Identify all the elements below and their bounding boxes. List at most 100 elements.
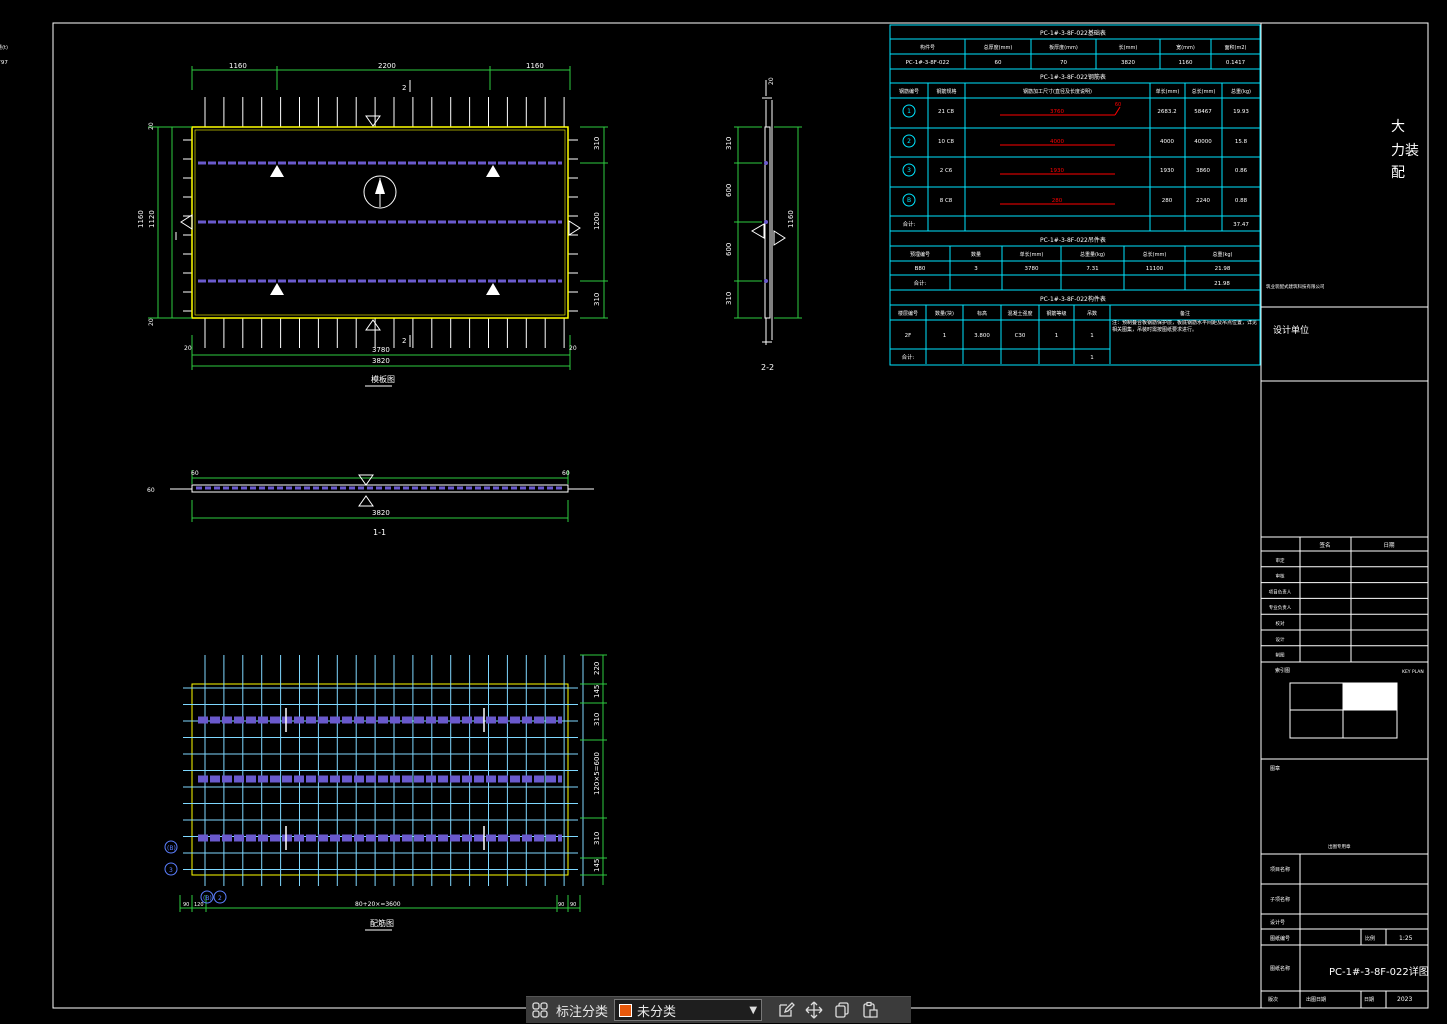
tables: PC-1#-3-8F-022基础表 构件号总厚度(mm)板厚度(mm)长(mm)… (0, 24, 1261, 366)
section-label: 2 (402, 84, 406, 92)
company-logo: 大 (1391, 119, 1405, 135)
annotation-category-select[interactable]: 未分类 ▼ (614, 999, 763, 1021)
table-header: 总重(kg) (1231, 88, 1251, 95)
edit-icon[interactable] (772, 997, 800, 1024)
table-header: 数量 (971, 251, 981, 258)
stamp-label: 图章 (1270, 765, 1280, 772)
dim-label: 1160 (787, 210, 795, 228)
dim-label: 90 (183, 902, 189, 908)
version-label: 版次 (1268, 996, 1278, 1003)
table-cell: 3.800 (974, 333, 990, 339)
table-header: 长(mm) (1119, 44, 1138, 51)
section-marker-icon (358, 495, 374, 507)
dim-label: 310 (593, 293, 601, 306)
table-cell: 0.1417 (1226, 60, 1246, 66)
category-color-swatch (619, 1003, 633, 1017)
dim-label: 1200 (593, 212, 601, 230)
rebar-shape-length: 280 (1052, 198, 1063, 204)
table-cell: 280 (1162, 198, 1173, 204)
drawing-name-label: 图纸名称 (1270, 965, 1290, 972)
dim-label: 20 (184, 345, 192, 352)
table-total: 37.47 (1233, 222, 1249, 228)
table-header: 面积(m2) (1225, 44, 1247, 51)
dim-label: 600 (725, 184, 733, 197)
table-cell: 7.31 (1086, 266, 1098, 272)
dim-label: 145 (593, 685, 601, 698)
table-cell: 2240 (1196, 198, 1210, 204)
table-cell: 4000 (1160, 139, 1174, 145)
table-cell: 1 (1055, 333, 1059, 339)
paste-icon[interactable] (856, 997, 884, 1024)
rebar-spec: 8 C8 (940, 198, 953, 204)
dim-label: 1120 (148, 210, 156, 228)
drawing-title: 模板图 (371, 374, 395, 384)
copy-icon[interactable] (828, 997, 856, 1024)
section-marker-icon (751, 223, 765, 239)
table-cell: 0.88 (1235, 198, 1248, 204)
table-cell: 21.98 (1215, 266, 1231, 272)
rebar-plan-view: 220 145 310 120×5=600 310 145 90 120 80+… (164, 654, 607, 931)
table-cell: 40000 (1194, 139, 1212, 145)
rebar-shape-length: 3760 (1050, 109, 1064, 115)
section-marker-icon (568, 220, 581, 236)
annotation-category-value: 未分类 (637, 1004, 677, 1020)
table-title: PC-1#-3-8F-022吊件表 (1040, 236, 1106, 244)
table-total-label: 合计: (902, 353, 915, 361)
table-header: 标高 (977, 310, 987, 317)
rebar-tag-icon (902, 163, 916, 177)
annotation-toolbar: 标注分类 未分类 ▼ (526, 996, 911, 1023)
table-cell: 11100 (1146, 266, 1164, 272)
rebar-tag-label: (B) (167, 845, 176, 852)
table-header: 总厚度(mm) (984, 44, 1013, 51)
table-cell: 1 (943, 333, 947, 339)
section-marker-icon (365, 319, 381, 331)
key-plan-label: KEY PLAN (1402, 669, 1424, 675)
table-total: 21.98 (1214, 281, 1230, 287)
rebar-tag-icon (902, 104, 916, 118)
table-cell: 3820 (1121, 60, 1135, 66)
company-name: 筑业装配式建筑科技有限公司 (1266, 283, 1325, 290)
rebar-number: 1 (907, 108, 911, 115)
sign-row-label: 专业负责人 (1269, 604, 1292, 611)
design-unit-label: 设计单位 (1273, 324, 1309, 336)
dim-label: 60 (191, 470, 199, 477)
table-cell: 1 (1090, 333, 1094, 339)
dim-label: 3780 (372, 346, 390, 354)
table-header: 钢筋规格 (936, 88, 956, 95)
table-total-label: 合计: (903, 220, 916, 228)
dim-label: 20 (569, 345, 577, 352)
dim-label: 90 (570, 902, 576, 908)
dim-label: 1160 (526, 62, 544, 70)
rebar-spec: 21 C8 (938, 109, 955, 115)
table-header: 重量(t) (0, 44, 8, 51)
section-label: 2 (402, 337, 406, 345)
dim-label: 1160 (137, 210, 145, 228)
dim-label: 20 (768, 77, 775, 85)
table-cell: B80 (915, 266, 926, 272)
dim-label: 310 (725, 292, 733, 305)
sign-row-label: 设计 (1276, 636, 1285, 643)
grid-icon[interactable] (526, 997, 554, 1024)
table-header: 数量(块) (935, 310, 954, 317)
table-cell: C30 (1015, 333, 1026, 339)
date-label: 日期 (1364, 997, 1374, 1003)
rebar-spec: 10 C8 (938, 139, 955, 145)
table-cell: 2683.2 (1157, 109, 1176, 115)
table-header: 总重量(kg) (1080, 251, 1105, 258)
table-header: 吊数 (1087, 310, 1097, 317)
table-cell: 3 (974, 266, 978, 272)
table-cell: 3860 (1196, 168, 1210, 174)
sign-row-label: 审核 (1276, 573, 1285, 580)
annotation-category-label: 标注分类 (556, 1004, 609, 1020)
rebar-tag-label: (B) (203, 895, 212, 902)
rebar-tag-icon (164, 862, 178, 876)
move-icon[interactable] (800, 997, 828, 1024)
rebar-tag-label: 2 (218, 895, 222, 902)
rebar-number: 3 (907, 167, 911, 174)
table-header: 钢筋等级 (1046, 310, 1066, 317)
dim-label: 310 (593, 713, 601, 726)
rebar-tag-icon (164, 840, 178, 854)
table-header: 预埋编号 (910, 251, 930, 258)
table-note-text: 注：预制叠合板钢筋保护层，板底钢筋水平间距及吊点位置，详见相关图集，吊装时需按图… (1112, 320, 1258, 333)
